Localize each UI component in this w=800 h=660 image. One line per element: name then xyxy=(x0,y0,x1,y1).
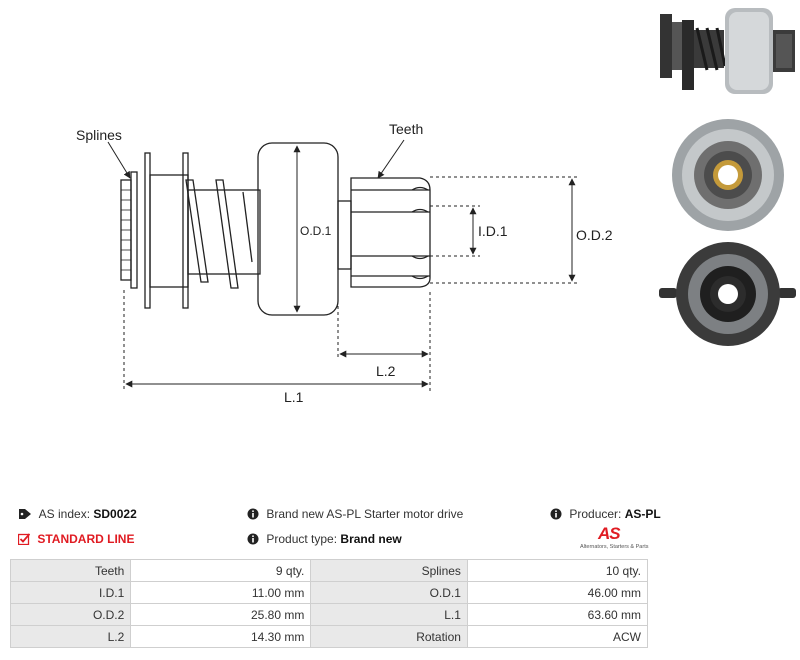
spec-value: 10 qty. xyxy=(466,559,649,582)
spec-key: L.1 xyxy=(310,603,468,626)
spec-key: Splines xyxy=(310,559,468,582)
product-type-value: Brand new xyxy=(340,532,402,546)
spec-key: Rotation xyxy=(310,625,468,648)
l2-label: L.2 xyxy=(376,363,396,379)
as-index-value: SD0022 xyxy=(93,507,137,521)
product-description: Brand new AS-PL Starter motor drive xyxy=(247,507,463,521)
l1-label: L.1 xyxy=(284,389,304,405)
tag-icon xyxy=(19,509,31,519)
spec-key: O.D.1 xyxy=(310,581,468,604)
product-photo-front xyxy=(672,119,784,231)
producer-value: AS-PL xyxy=(624,507,661,521)
spec-value: 46.00 mm xyxy=(466,581,649,604)
spec-key: I.D.1 xyxy=(9,581,132,604)
splines-label: Splines xyxy=(76,127,122,143)
spec-key: Teeth xyxy=(9,559,132,582)
spec-value: ACW xyxy=(466,625,649,648)
as-pl-logo: AS Alternators, Starters & Parts xyxy=(580,524,649,550)
standard-line: STANDARD LINE xyxy=(18,532,134,546)
product-type: Product type: Brand new xyxy=(247,532,402,546)
od1-label: O.D.1 xyxy=(300,224,332,238)
spec-value: 63.60 mm xyxy=(466,603,649,626)
spec-key: O.D.2 xyxy=(9,603,132,626)
producer: Producer: AS-PL xyxy=(550,507,661,521)
as-index: AS index: SD0022 xyxy=(18,507,137,521)
od2-label: O.D.2 xyxy=(576,227,613,243)
spec-key: L.2 xyxy=(9,625,132,648)
technical-drawing: Splines Teeth O.D.1 I.D.1 O.D.2 L.2 L.1 xyxy=(76,121,613,405)
id1-label: I.D.1 xyxy=(478,223,508,239)
spec-value: 25.80 mm xyxy=(130,603,312,626)
info-icon xyxy=(247,508,259,520)
checkbox-check-icon xyxy=(18,533,30,545)
product-photo-back xyxy=(659,242,796,346)
teeth-label: Teeth xyxy=(389,121,423,137)
info-icon xyxy=(550,508,562,520)
spec-value: 9 qty. xyxy=(130,559,312,582)
spec-value: 11.00 mm xyxy=(130,581,312,604)
product-photo-side xyxy=(660,8,795,94)
spec-value: 14.30 mm xyxy=(130,625,312,648)
info-icon xyxy=(247,533,259,545)
